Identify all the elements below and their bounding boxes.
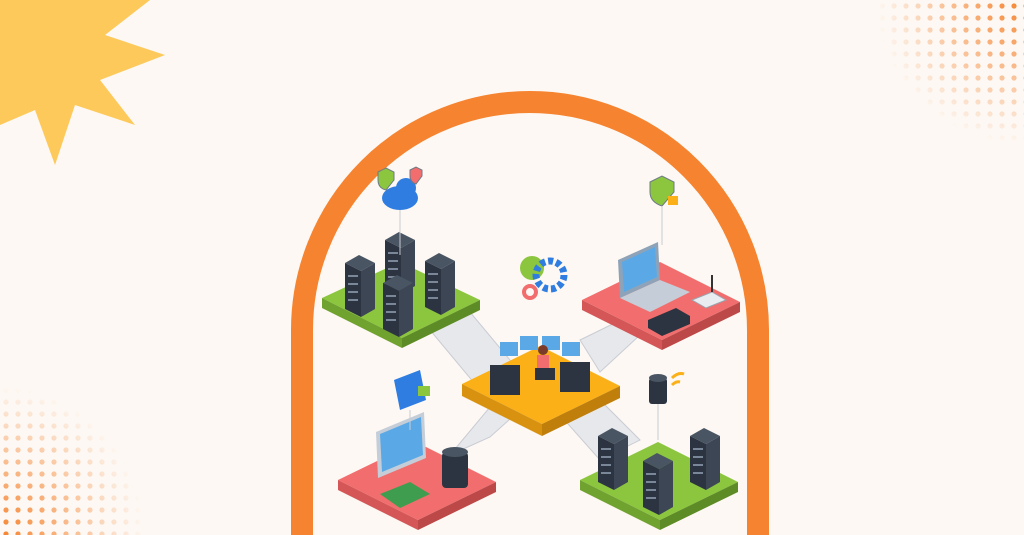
- switch-icon: [648, 308, 690, 336]
- database-wifi-icon: [649, 372, 685, 404]
- cloud-shield-icon: [377, 166, 423, 210]
- platform-monitor-bottom-left: [338, 412, 496, 530]
- platform-laptop-top-right: [582, 242, 740, 350]
- operator-desk-icon: [490, 336, 590, 395]
- halftone-dots-bottom-left: [0, 370, 160, 535]
- arch-frame: [291, 91, 769, 535]
- folder-lock-icon: [394, 370, 430, 410]
- platform-operator-center: [462, 336, 620, 436]
- gear-icon: [520, 256, 568, 300]
- shield-lock-icon: [649, 175, 678, 207]
- router-icon: [690, 275, 728, 309]
- platform-servers-top-left: [322, 232, 480, 348]
- monitor-icon: [376, 412, 426, 478]
- connector-lines: [399, 206, 663, 440]
- halftone-dots-top-right: [850, 0, 1024, 170]
- laptop-icon: [618, 242, 690, 312]
- platform-servers-bottom-right: [580, 428, 738, 530]
- circuit-board-icon: [380, 482, 430, 508]
- database-icon: [442, 447, 468, 488]
- sun-icon: [0, 0, 165, 165]
